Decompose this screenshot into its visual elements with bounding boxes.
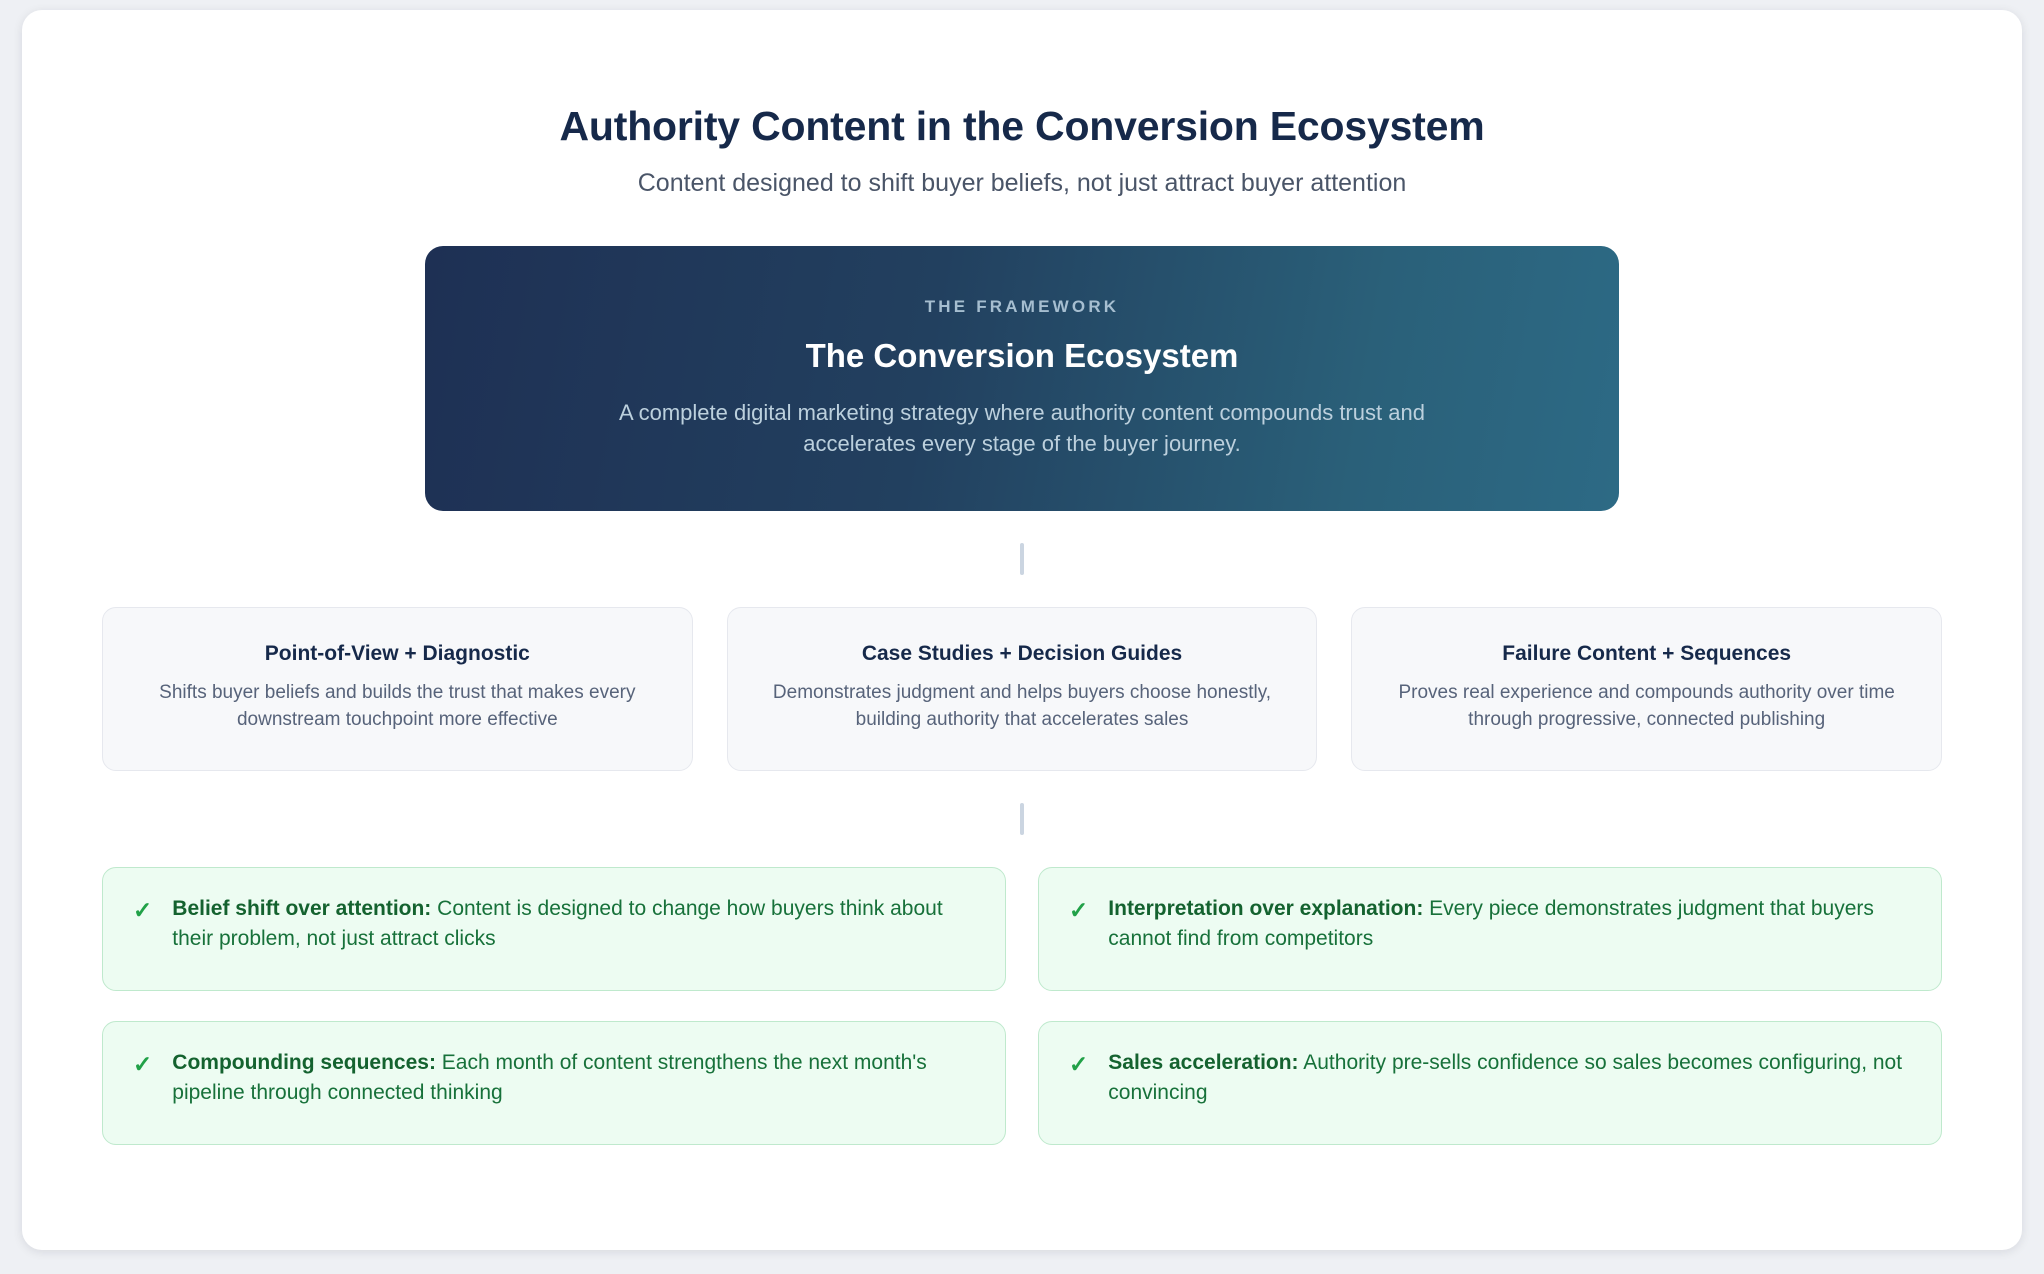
check-icon: ✓ xyxy=(133,1050,153,1077)
pillar-description: Shifts buyer beliefs and builds the trus… xyxy=(159,681,636,730)
framework-heading: The Conversion Ecosystem xyxy=(805,336,1239,374)
benefit-text: Belief shift over attention: Content is … xyxy=(172,894,975,955)
pillar-card[interactable]: Point-of-View + Diagnostic Shifts buyer … xyxy=(102,606,693,771)
pillar-title: Case Studies + Decision Guides xyxy=(861,641,1183,665)
benefit-card[interactable]: ✓ Compounding sequences: Each month of c… xyxy=(102,1020,1006,1145)
pillar-title: Point-of-View + Diagnostic xyxy=(264,641,530,665)
benefit-label: Sales acceleration: xyxy=(1108,1050,1299,1074)
page-subtitle: Content designed to shift buyer beliefs,… xyxy=(637,169,1407,198)
benefit-description: Content is designed to change how buyers… xyxy=(172,896,943,951)
benefit-description: Authority pre-sells confidence so sales … xyxy=(1108,1050,1903,1105)
benefit-card-group: ✓ Belief shift over attention: Content i… xyxy=(102,866,1942,1145)
benefit-description: Every piece demonstrates judgment that b… xyxy=(1108,896,1874,951)
connector-line-icon xyxy=(1020,802,1024,835)
benefit-text: Compounding sequences: Each month of con… xyxy=(172,1048,975,1109)
check-icon: ✓ xyxy=(133,896,153,923)
page-title: Authority Content in the Conversion Ecos… xyxy=(559,103,1485,149)
connector-top xyxy=(102,542,1942,575)
check-icon: ✓ xyxy=(1069,1050,1089,1077)
benefit-text: Interpretation over explanation: Every p… xyxy=(1108,894,1911,955)
benefit-card[interactable]: ✓ Interpretation over explanation: Every… xyxy=(1038,866,1942,991)
benefit-label: Belief shift over attention: xyxy=(172,896,432,920)
connector-middle xyxy=(102,802,1942,835)
pillar-description: Proves real experience and compounds aut… xyxy=(1398,681,1895,730)
framework-eyebrow: THE FRAMEWORK xyxy=(924,296,1120,316)
benefit-card[interactable]: ✓ Sales acceleration: Authority pre-sell… xyxy=(1038,1020,1942,1145)
framework-panel: THE FRAMEWORK The Conversion Ecosystem A… xyxy=(425,245,1619,511)
benefit-text: Sales acceleration: Authority pre-sells … xyxy=(1108,1048,1911,1109)
pillar-description: Demonstrates judgment and helps buyers c… xyxy=(772,681,1272,730)
benefit-label: Interpretation over explanation: xyxy=(1108,896,1424,920)
benefit-description: Each month of content strengthens the ne… xyxy=(172,1050,927,1105)
hero-section: THE FRAMEWORK The Conversion Ecosystem A… xyxy=(102,245,1942,511)
page-inner: Authority Content in the Conversion Ecos… xyxy=(22,10,2022,1250)
pillar-title: Failure Content + Sequences xyxy=(1502,641,1792,665)
pillar-card-group: Point-of-View + Diagnostic Shifts buyer … xyxy=(102,606,1943,771)
connector-line-icon xyxy=(1020,542,1024,575)
benefit-card[interactable]: ✓ Belief shift over attention: Content i… xyxy=(102,866,1006,991)
pillar-card[interactable]: Case Studies + Decision Guides Demonstra… xyxy=(726,606,1318,771)
check-icon: ✓ xyxy=(1069,896,1089,923)
benefit-label: Compounding sequences: xyxy=(172,1050,436,1074)
pillar-card[interactable]: Failure Content + Sequences Proves real … xyxy=(1351,606,1943,771)
framework-description: A complete digital marketing strategy wh… xyxy=(619,399,1425,457)
page-card: Authority Content in the Conversion Ecos… xyxy=(22,10,2022,1250)
